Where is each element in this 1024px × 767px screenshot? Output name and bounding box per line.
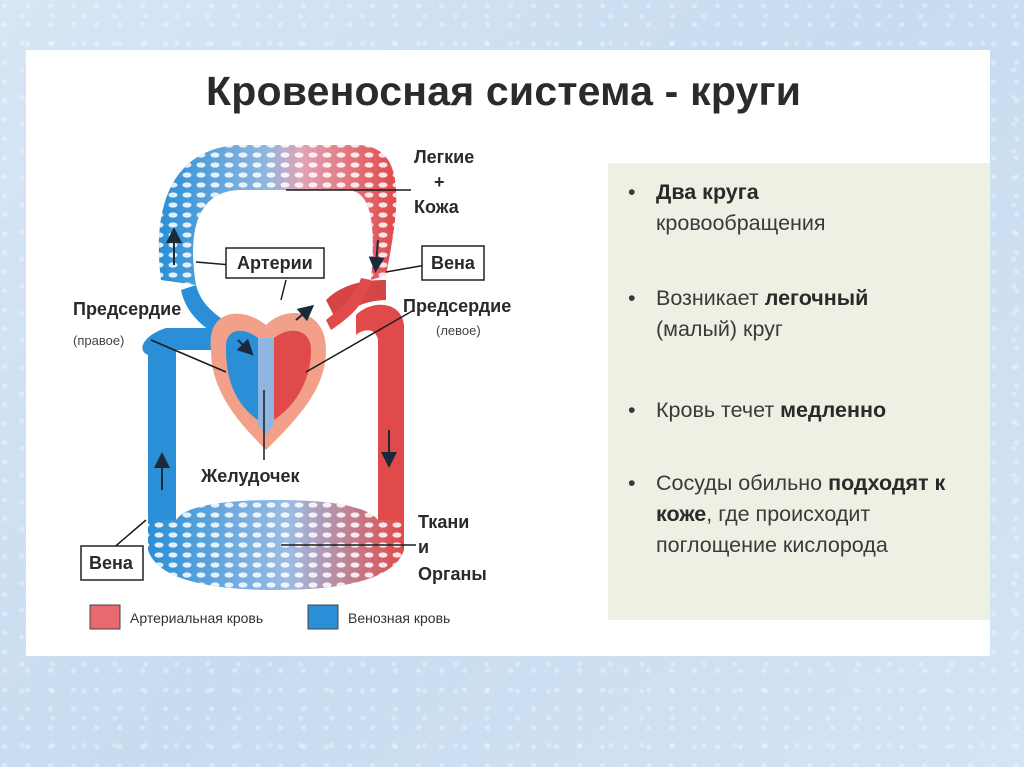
- bullet-4: • Сосуды обильно подходят к коже, где пр…: [628, 471, 946, 557]
- pulmonary-vein: [326, 278, 371, 330]
- label-tissues-3: Органы: [418, 564, 487, 584]
- lung-capillaries: [158, 145, 397, 285]
- systemic-vein-left: [142, 328, 226, 550]
- bullet-4-bold: подходят к коже: [656, 471, 946, 526]
- label-lungs-1: Легкие: [414, 147, 474, 167]
- flow-arrows: [154, 227, 397, 490]
- bullet-1: • Два круга кровообращения: [628, 180, 826, 235]
- bullet-2: • Возникает легочный (малый) круг: [628, 286, 869, 341]
- label-atrium-left-sub: (левое): [436, 323, 481, 338]
- vein-bottom-box: Вена: [80, 545, 144, 581]
- label-atrium-right: Предсердие: [73, 299, 181, 319]
- summary-panel: • Два круга кровообращения • Возникает л…: [608, 163, 990, 620]
- slide-title: Кровеносная система - круги: [206, 68, 802, 114]
- slide: Кровеносная система - круги: [26, 50, 990, 656]
- circulation-diagram: Легкие + Кожа Артерии Вена Предсердие (п…: [73, 145, 511, 630]
- bullet-4-post: , где происходит поглощение кислорода: [656, 502, 888, 557]
- heart: [210, 313, 326, 450]
- label-lungs-2: +: [434, 172, 445, 192]
- tissue-capillaries: [148, 500, 404, 590]
- label-atrium-right-sub: (правое): [73, 333, 124, 348]
- bullet-3-bold: медленно: [780, 398, 887, 422]
- legend-arterial: Артериальная кровь: [130, 610, 263, 626]
- bullet-1-bold: Два круга: [656, 180, 759, 204]
- bullet-1-text: кровообращения: [656, 211, 826, 235]
- legend-swatch-arterial: [89, 604, 121, 630]
- bullet-2-bold: легочный: [764, 286, 869, 310]
- bullet-3: • Кровь течет медленно: [628, 398, 887, 422]
- label-tissues-1: Ткани: [418, 512, 469, 532]
- legend-swatch-venous: [307, 604, 339, 630]
- legend: Артериальная кровь Венозная кровь: [89, 604, 450, 630]
- legend-venous: Венозная кровь: [348, 610, 450, 626]
- label-lungs-3: Кожа: [414, 197, 460, 217]
- label-vein-top: Вена: [431, 253, 476, 273]
- bullet-2-pre: Возникает: [656, 286, 765, 310]
- label-atrium-left: Предсердие: [403, 296, 511, 316]
- leader-lines: [110, 189, 427, 551]
- label-tissues-2: и: [418, 537, 429, 557]
- arteries-box: Артерии: [225, 247, 325, 279]
- label-vein-bottom: Вена: [89, 553, 134, 573]
- vein-top-box: Вена: [421, 245, 485, 281]
- bullet-2-post: (малый) круг: [656, 317, 783, 341]
- label-ventricle: Желудочек: [200, 466, 300, 486]
- label-arteries: Артерии: [237, 253, 313, 273]
- bullet-3-pre: Кровь течет: [656, 398, 781, 422]
- bullet-4-pre: Сосуды обильно: [656, 471, 829, 495]
